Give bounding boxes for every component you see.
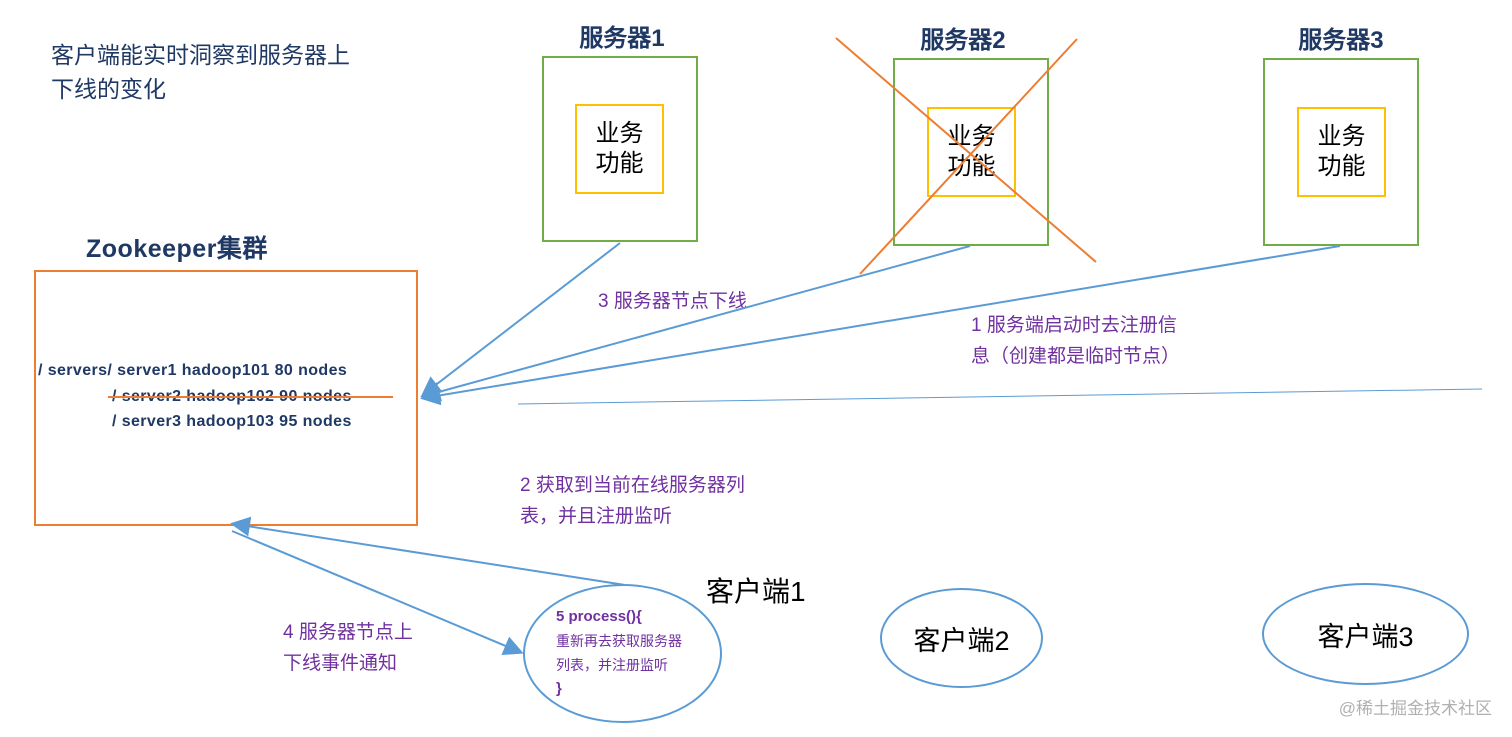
zookeeper-title: Zookeeper集群 — [86, 235, 268, 263]
server1-title: 服务器1 — [579, 25, 665, 52]
notify-arrow — [231, 530, 524, 656]
step4-line1: 4 服务器节点上 — [283, 622, 413, 643]
client1-label: 客户端1 — [706, 576, 806, 607]
step1-text: 1 服务端启动时去注册信 息（创建都是临时节点） — [971, 310, 1180, 372]
server1-func-line1: 业务 — [595, 120, 644, 147]
server2-cross-line-b — [859, 38, 1078, 275]
server3-title: 服务器3 — [1298, 27, 1384, 54]
server1-business-function: 业务 功能 — [575, 104, 664, 194]
step2-text: 2 获取到当前在线服务器列 表，并且注册监听 — [520, 470, 745, 532]
step4-text: 4 服务器节点上 下线事件通知 — [283, 617, 413, 679]
zookeeper-cluster-box — [34, 270, 418, 526]
server2-business-function: 业务 功能 — [927, 107, 1016, 197]
step2-line2: 表，并且注册监听 — [520, 506, 673, 527]
server1-box — [542, 56, 698, 242]
server1-arrow — [420, 242, 621, 397]
server3-box — [1263, 58, 1419, 246]
client1-process-text: 5 process(){ 重新再去获取服务器 列表，并注册监听 } — [556, 605, 726, 701]
client1-request-arrow — [230, 516, 626, 586]
process-line4: } — [556, 680, 562, 697]
process-line3: 列表，并注册监听 — [556, 657, 668, 673]
step3-text: 3 服务器节点下线 — [598, 291, 747, 312]
process-line2: 重新再去获取服务器 — [556, 633, 682, 649]
server2-cross-line-a — [835, 37, 1097, 263]
server3-func-line1: 业务 — [1317, 123, 1366, 150]
client3-label: 客户端3 — [1317, 621, 1414, 652]
client2-ellipse: 客户端2 — [880, 588, 1043, 688]
server2-box — [893, 58, 1049, 246]
server2-title: 服务器2 — [920, 27, 1006, 54]
server2-func-line2: 功能 — [947, 153, 996, 180]
intro-text: 客户端能实时洞察到服务器上下线的变化 — [51, 42, 350, 102]
server3-business-function: 业务 功能 — [1297, 107, 1386, 197]
server3-arrow — [420, 245, 1341, 406]
client2-label: 客户端2 — [913, 625, 1010, 656]
step1-line2: 息（创建都是临时节点） — [971, 346, 1181, 367]
watermark: @稀土掘金技术社区 — [1338, 699, 1492, 718]
divider-line — [517, 388, 1483, 405]
server3-func-line2: 功能 — [1317, 153, 1366, 180]
server1-func-line2: 功能 — [595, 150, 644, 177]
node-server3: / server3 hadoop103 95 nodes — [112, 413, 352, 430]
step1-line1: 1 服务端启动时去注册信 — [971, 315, 1177, 336]
process-line1: 5 process(){ — [556, 608, 642, 625]
node-server1: / servers/ server1 hadoop101 80 nodes — [38, 362, 348, 379]
client3-ellipse: 客户端3 — [1262, 583, 1469, 685]
step4-line2: 下线事件通知 — [283, 653, 398, 674]
server2-arrow — [420, 245, 971, 402]
step2-line1: 2 获取到当前在线服务器列 — [520, 475, 745, 496]
